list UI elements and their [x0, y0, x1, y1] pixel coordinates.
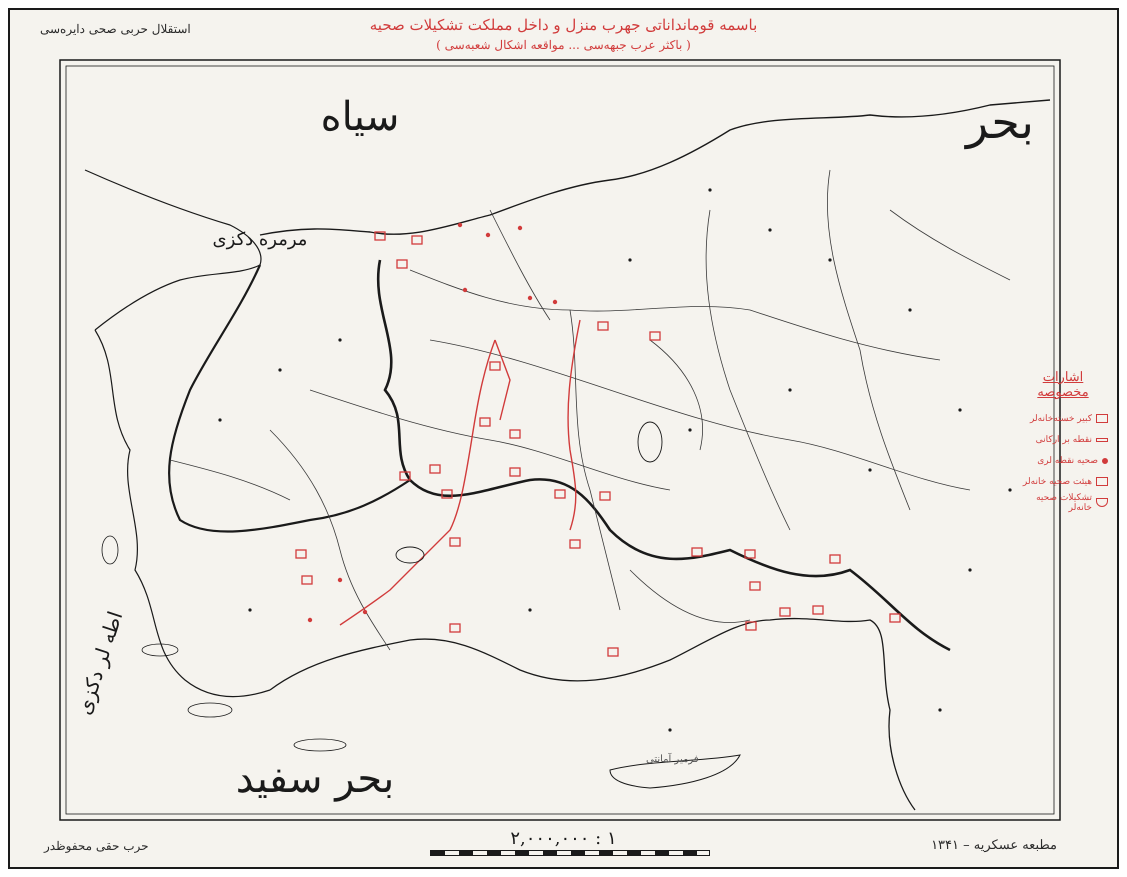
legend-label: نقطه بر ارکانی [1035, 434, 1092, 445]
map-title: باسمه قومانداناتی جهرب منزل و داخل مملکت… [369, 16, 758, 34]
scale-bar [430, 850, 710, 856]
formation-symbol-icon [1096, 498, 1108, 507]
front-line [376, 259, 951, 652]
map-border-inner [65, 65, 1055, 815]
legend-label: تشکیلات صحیه خانه‌لر [1036, 492, 1092, 513]
marmara-label: مرمره دکزی [213, 229, 308, 250]
island [187, 702, 233, 718]
road-network [169, 169, 1011, 651]
map-sheet: باسمه قومانداناتی جهرب منزل و داخل مملکت… [8, 8, 1119, 869]
printer-note: مطبعه عسکریه – ۱۳۴۱ [931, 838, 1057, 853]
printer-stamp: فرمیر آمانتی [646, 754, 699, 765]
mediterranean-coastline [269, 617, 916, 811]
legend-item: تشکیلات صحیه خانه‌لر [1018, 492, 1108, 513]
legend-title: اشارات مخصوصه [1037, 370, 1089, 400]
aegean-coastline [94, 329, 271, 698]
lake [395, 546, 425, 564]
map-canvas: بحر سیاه بحر سفید مرمره دکزی اطه لر دکزی [59, 59, 1061, 821]
copyright-note: حرب حقی محفوظدر [44, 839, 149, 853]
red-evacuation-lines [339, 319, 581, 626]
settlement-dots [218, 188, 1012, 732]
map-legend: اشارات مخصوصه کبیر خسته‌خانه‌لر نقطه بر … [1018, 370, 1108, 513]
front-line-west [168, 264, 411, 533]
aegean-label: اطه لر دکزی [71, 608, 127, 717]
island [101, 535, 119, 565]
hospital-symbol-icon [1096, 414, 1108, 423]
legend-item: کبیر خسته‌خانه‌لر [1018, 408, 1108, 429]
lake [637, 421, 663, 463]
legend-label: صحیه نقطه لری [1037, 455, 1098, 466]
island [293, 738, 347, 752]
cyprus-outline [609, 754, 741, 789]
black-sea-coastline [259, 99, 1051, 236]
black-sea-label-1: بحر [964, 95, 1034, 150]
legend-item: هیئت صحیه خانه‌لر [1018, 471, 1108, 492]
red-dot-markers [307, 222, 558, 623]
legend-label: کبیر خسته‌خانه‌لر [1029, 413, 1092, 424]
mediterranean-label: بحر سفید [236, 756, 395, 802]
post-symbol-icon [1096, 437, 1108, 442]
map-subtitle: ( باکثر عرب جبهه‌سی ... مواقعه اشکال شعب… [436, 38, 691, 52]
legend-item: صحیه نقطه لری [1018, 450, 1108, 471]
black-sea-label-2: سیاه [321, 94, 400, 140]
island [141, 643, 179, 657]
top-left-note: استقلال حربی صحی دایره‌سی [40, 22, 191, 36]
legend-label: هیئت صحیه خانه‌لر [1022, 476, 1092, 487]
marmara-coastline [84, 169, 262, 331]
map-border [59, 59, 1061, 821]
dot-symbol-icon [1102, 457, 1108, 464]
red-hospital-markers [295, 231, 901, 657]
legend-item: نقطه بر ارکانی [1018, 429, 1108, 450]
scale-ratio: ۲,۰۰۰,۰۰۰ : ۱ [510, 828, 617, 849]
station-symbol-icon [1096, 477, 1108, 486]
